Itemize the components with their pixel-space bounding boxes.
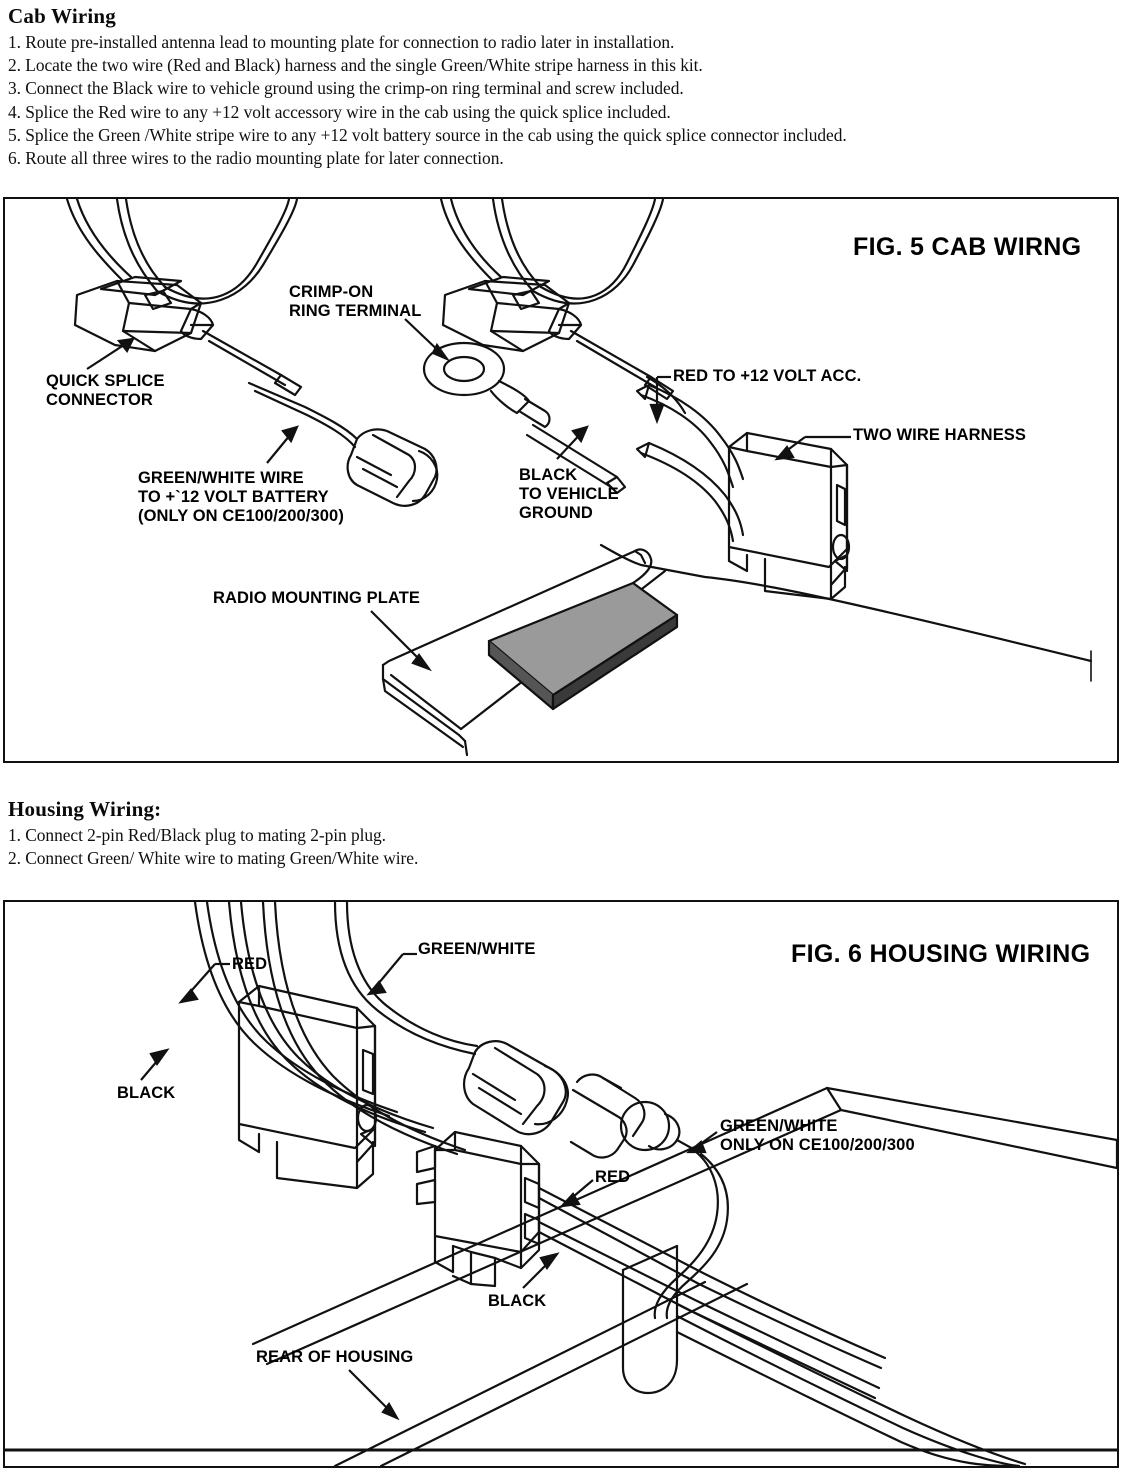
figure-6-illustration	[5, 902, 1117, 1466]
figure-6-housing-wiring: FIG. 6 HOUSING WIRING RED GREEN/WHITE BL…	[3, 900, 1119, 1468]
label-crimp-on-ring-terminal: CRIMP-ON RING TERMINAL	[289, 283, 422, 320]
cab-wiring-section: Cab Wiring 1. Route pre-installed antenn…	[8, 4, 1108, 170]
label-black-mid: BLACK	[488, 1292, 547, 1310]
figure-6-title: FIG. 6 HOUSING WIRING	[791, 940, 1091, 968]
list-item: 2. Connect Green/ White wire to mating G…	[8, 848, 419, 869]
label-two-wire-harness: TWO WIRE HARNESS	[853, 426, 1027, 444]
label-red-mid: RED	[595, 1168, 631, 1186]
label-green-white-wire: GREEN/WHITE WIRE TO +`12 VOLT BATTERY (O…	[138, 469, 344, 525]
housing-wiring-section: Housing Wiring: 1. Connect 2-pin Red/Bla…	[8, 797, 1108, 870]
list-item: 1. Connect 2-pin Red/Black plug to matin…	[8, 825, 386, 845]
cab-wiring-heading: Cab Wiring	[8, 4, 117, 28]
list-item: 3. Connect the Black wire to vehicle gro…	[8, 78, 684, 99]
label-red-to-12-volt-acc: RED TO +12 VOLT ACC.	[673, 367, 862, 385]
figure-5-illustration	[65, 199, 1093, 757]
list-item: 4. Splice the Red wire to any +12 volt a…	[8, 101, 671, 122]
label-black-top: BLACK	[117, 1084, 176, 1102]
cab-wiring-steps: 1. Route pre-installed antenna lead to m…	[8, 31, 1108, 170]
list-item: 2. Locate the two wire (Red and Black) h…	[8, 55, 703, 76]
label-radio-mounting-plate: RADIO MOUNTING PLATE	[213, 589, 421, 607]
list-item: 5. Splice the Green /White stripe wire t…	[8, 124, 847, 145]
label-black-to-vehicle-ground: BLACK TO VEHICLE GROUND	[519, 466, 619, 522]
list-item: 1. Route pre-installed antenna lead to m…	[8, 32, 675, 52]
list-item: 6. Route all three wires to the radio mo…	[8, 148, 504, 169]
label-green-white-top: GREEN/WHITE	[418, 940, 536, 958]
label-rear-of-housing: REAR OF HOUSING	[256, 1348, 414, 1366]
housing-wiring-steps: 1. Connect 2-pin Red/Black plug to matin…	[8, 824, 1108, 870]
label-green-white-only: GREEN/WHITE ONLY ON CE100/200/300	[720, 1117, 915, 1154]
label-quick-splice-connector: QUICK SPLICE CONNECTOR	[46, 372, 165, 409]
label-red-top: RED	[232, 955, 268, 973]
figure-5-cab-wiring: FIG. 5 CAB WIRNG CRIMP-ON RING TERMINAL …	[3, 197, 1119, 763]
housing-wiring-heading: Housing Wiring:	[8, 797, 162, 821]
figure-5-title: FIG. 5 CAB WIRNG	[853, 233, 1082, 261]
